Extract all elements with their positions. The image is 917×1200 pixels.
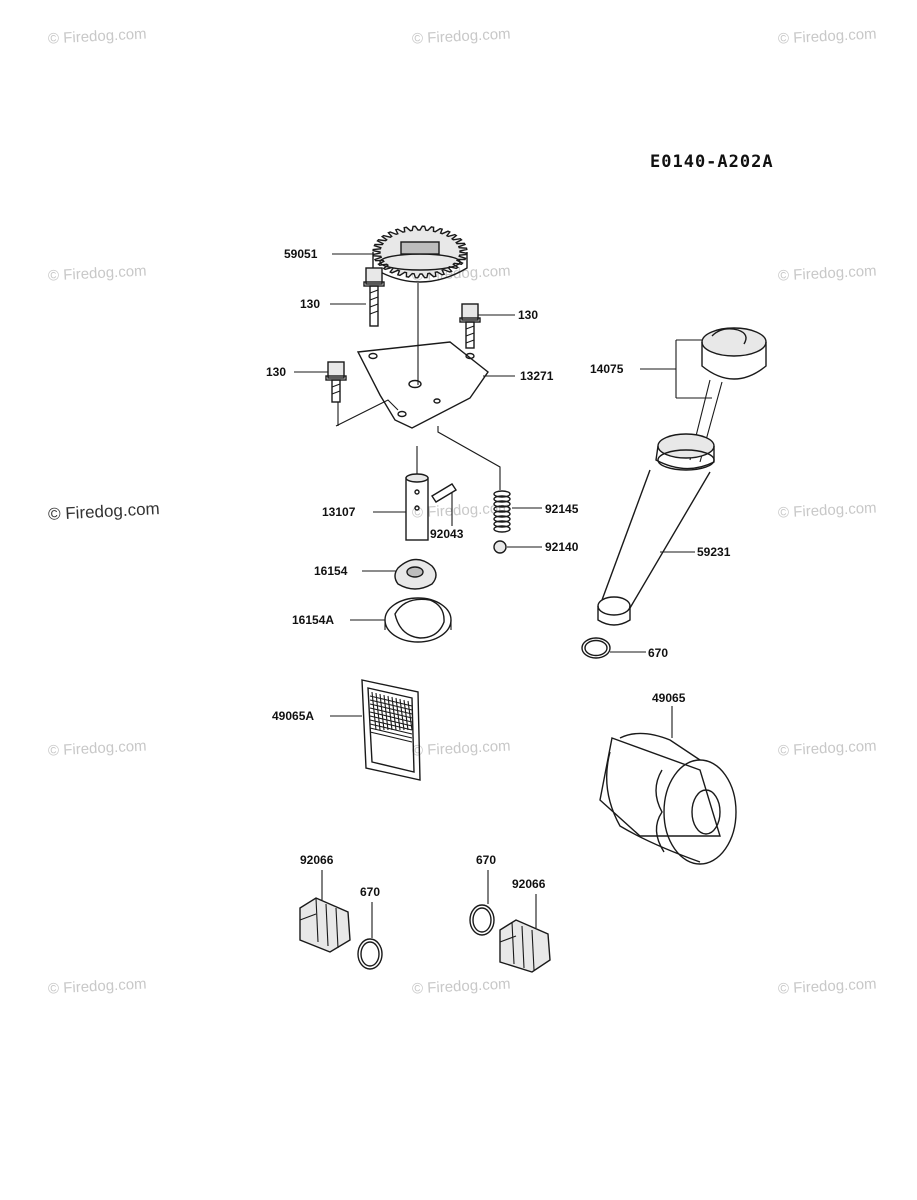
gear-part[interactable] (372, 225, 468, 283)
part-label-shaft: 13107 (322, 505, 356, 519)
part-label-tube: 59231 (697, 545, 731, 559)
pin-part[interactable] (431, 483, 457, 503)
inner-rotor-part[interactable] (394, 558, 437, 590)
strainer-part[interactable] (361, 679, 421, 781)
part-label-oring: 670 (360, 885, 380, 899)
spring-part[interactable] (493, 490, 511, 533)
diagram-code: E0140-A202A (650, 152, 774, 172)
drain-plug-part[interactable] (299, 897, 351, 953)
part-label-pin: 92043 (430, 527, 464, 541)
part-label-strainer: 49065A (272, 709, 314, 723)
part-label-bolt: 130 (300, 297, 320, 311)
oring-part[interactable] (581, 637, 611, 659)
tube-part[interactable] (597, 433, 715, 626)
ball-part[interactable] (493, 540, 507, 554)
oring-part[interactable] (357, 938, 383, 970)
part-label-bolt: 130 (518, 308, 538, 322)
part-label-plug: 92066 (300, 853, 334, 867)
part-label-gear: 59051 (284, 247, 318, 261)
oil-filter-part[interactable] (599, 732, 737, 865)
bolt-part[interactable] (363, 267, 385, 327)
part-label-filter: 49065 (652, 691, 686, 705)
bolt-part[interactable] (459, 303, 481, 349)
drain-plug-part[interactable] (499, 919, 551, 973)
part-label-inner-rotor: 16154 (314, 564, 348, 578)
part-label-oring: 670 (648, 646, 668, 660)
part-label-bolt: 130 (266, 365, 286, 379)
part-label-outer-rotor: 16154A (292, 613, 334, 627)
part-label-cover: 13271 (520, 369, 554, 383)
cover-plate-part[interactable] (356, 341, 489, 429)
part-label-oring: 670 (476, 853, 496, 867)
bolt-part[interactable] (325, 361, 347, 403)
part-label-spring: 92145 (545, 502, 579, 516)
part-label-plug: 92066 (512, 877, 546, 891)
oring-part[interactable] (469, 904, 495, 936)
shaft-part[interactable] (405, 473, 429, 541)
outer-rotor-part[interactable] (384, 597, 452, 643)
part-label-ball: 92140 (545, 540, 579, 554)
part-label-dipstick: 14075 (590, 362, 624, 376)
